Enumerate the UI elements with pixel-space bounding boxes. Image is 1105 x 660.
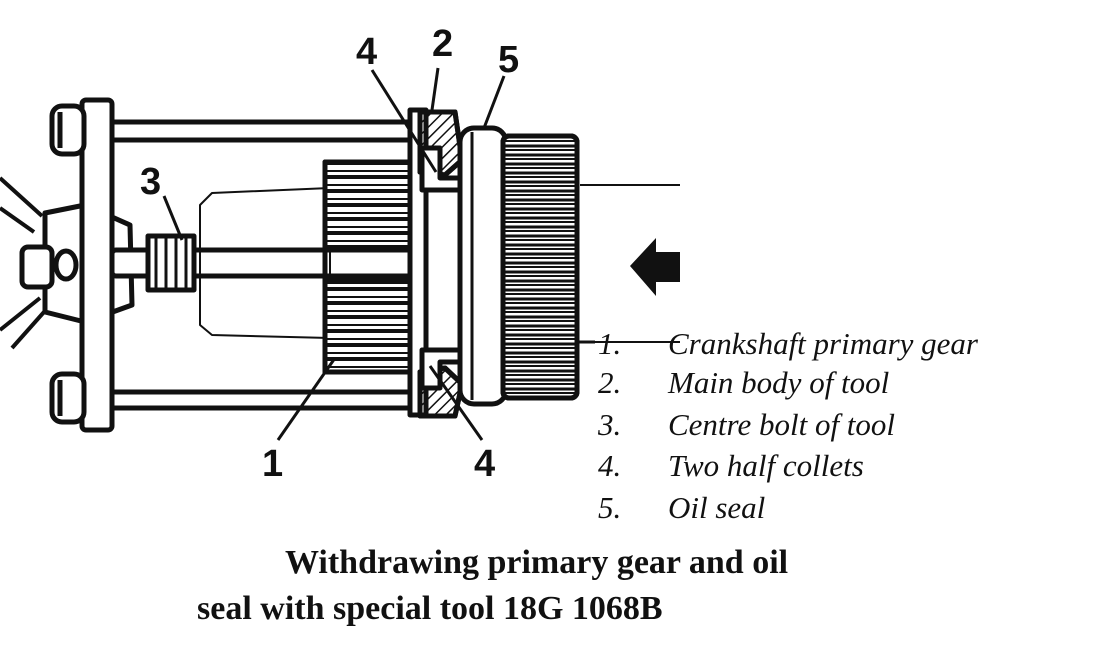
legend-text-3: Centre bolt of tool [668, 407, 895, 442]
centre-bolt [109, 233, 415, 293]
tool-drawing [0, 97, 680, 433]
tool-end-plate [49, 97, 115, 433]
callout-1: 1 [262, 443, 283, 485]
callout-2: 2 [432, 23, 453, 65]
handle-lines [0, 176, 46, 350]
legend-num-3: 3. [597, 407, 621, 442]
large-gear [500, 133, 580, 401]
callout-5: 5 [498, 39, 519, 81]
legend-num-2: 2. [598, 365, 621, 400]
legend-text-2: Main body of tool [667, 365, 889, 400]
legend-num-5: 5. [598, 490, 621, 525]
caption-line-1: Withdrawing primary gear and oil [285, 544, 788, 581]
callout-3: 3 [140, 161, 161, 203]
legend-num-1: 1. [598, 326, 621, 361]
legend-text-4: Two half collets [668, 448, 864, 483]
caption-line-2: seal with special tool 18G 1068B [197, 590, 663, 627]
legend-text-1: Crankshaft primary gear [668, 326, 979, 361]
oil-seal [457, 125, 509, 407]
legend-num-4: 4. [598, 448, 621, 483]
tie-rods [112, 119, 420, 411]
callout-4-top: 4 [356, 31, 377, 73]
direction-arrow-icon [630, 238, 680, 296]
callout-4-bottom: 4 [474, 443, 495, 485]
half-collets [419, 145, 465, 391]
caption: Withdrawing primary gear and oil seal wi… [197, 544, 788, 627]
legend-text-5: Oil seal [668, 490, 765, 525]
legend: 1. Crankshaft primary gear 2. Main body … [597, 326, 979, 525]
leader-lines [162, 67, 595, 441]
crankshaft-primary-gear [322, 159, 423, 375]
callout-labels: 1 2 3 4 4 5 [140, 23, 519, 485]
